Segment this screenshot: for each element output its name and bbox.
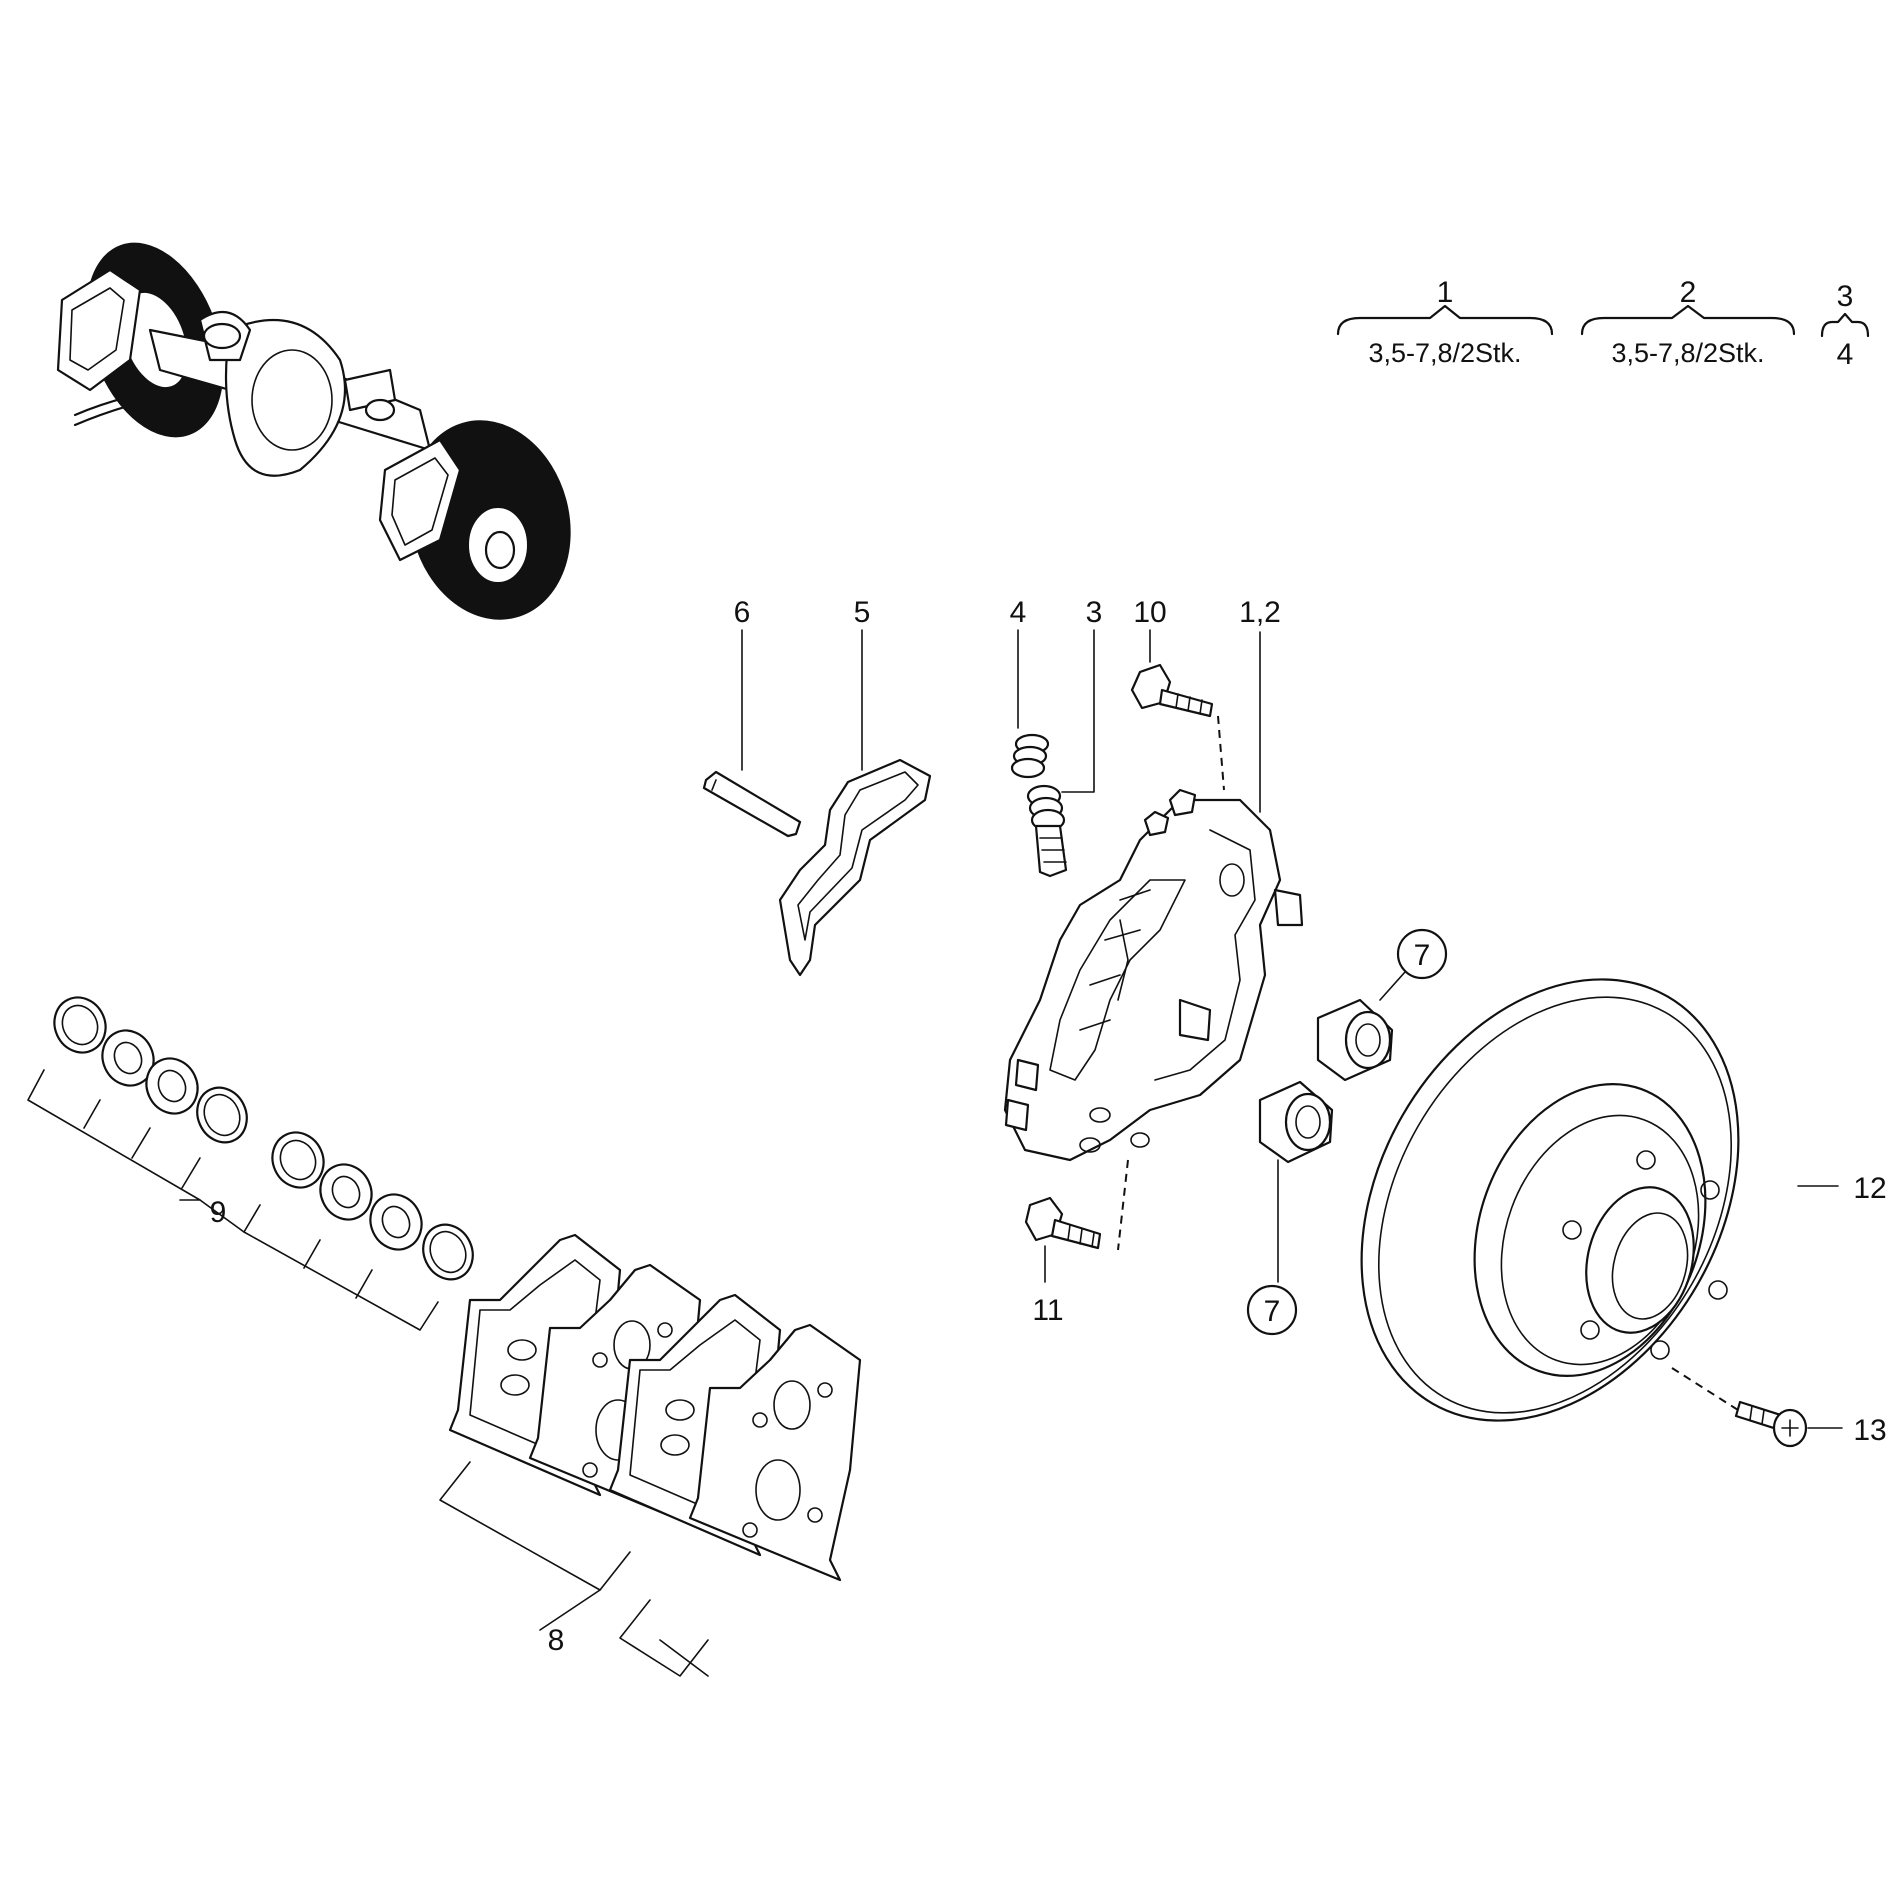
part-4-bleeder-cap [1010, 629, 1050, 779]
callout-7-upper: 7 [1414, 939, 1431, 972]
axle-assembly-illustration [56, 242, 571, 620]
callout-13: 13 [1853, 1414, 1886, 1447]
part-10-caliper-bolt [1130, 629, 1225, 791]
callout-3: 3 [1086, 596, 1103, 629]
part-11-caliper-bolt [1024, 1159, 1129, 1283]
part-12-brake-disc [1360, 978, 1839, 1422]
callout-7-lower: 7 [1264, 1295, 1281, 1328]
legend-kit-1-brace [1336, 304, 1554, 336]
callout-circle-7-lower [1246, 1284, 1298, 1336]
legend-kit-3: 3 4 [1820, 280, 1870, 371]
legend-kit-2: 2 3,5-7,8/2Stk. [1580, 276, 1796, 368]
legend-kit-2-brace [1580, 304, 1796, 336]
legend-kit-3-number: 3 [1837, 280, 1854, 313]
part-3-bleeder-screw [1026, 629, 1095, 878]
callout-circle-7-upper [1396, 928, 1448, 980]
leader-3 [1061, 629, 1095, 793]
legend-kit-3-contents: 4 [1837, 338, 1854, 371]
legend-kit-1-contents: 3,5-7,8/2Stk. [1368, 338, 1521, 368]
legend-kit-1-number: 1 [1437, 276, 1454, 309]
legend-kit-1: 1 3,5-7,8/2Stk. [1336, 276, 1554, 368]
part-13-disc-screw [1671, 1367, 1843, 1448]
part-7-piston-upper: 7 [1316, 928, 1448, 1082]
part-6-guide-pin [702, 629, 802, 838]
callout-11: 11 [1032, 1294, 1063, 1327]
part-9-seal-set [27, 996, 474, 1331]
callout-5: 5 [854, 596, 871, 629]
callout-8: 8 [548, 1624, 565, 1657]
legend-kit-2-contents: 3,5-7,8/2Stk. [1611, 338, 1764, 368]
part-1-2-brake-caliper [1003, 631, 1304, 1162]
legend-kit-2-number: 2 [1680, 276, 1697, 309]
callout-10: 10 [1133, 596, 1166, 629]
callout-9: 9 [210, 1196, 227, 1229]
callout-1-2: 1,2 [1239, 596, 1281, 629]
legend-kit-3-brace [1820, 312, 1870, 338]
callout-6: 6 [734, 596, 751, 629]
part-8-brake-pads [439, 1233, 862, 1677]
part-5-spring-plate [778, 629, 932, 977]
part-7-piston-lower: 7 [1246, 1080, 1334, 1336]
callout-4: 4 [1010, 596, 1027, 629]
callout-12: 12 [1853, 1172, 1886, 1205]
